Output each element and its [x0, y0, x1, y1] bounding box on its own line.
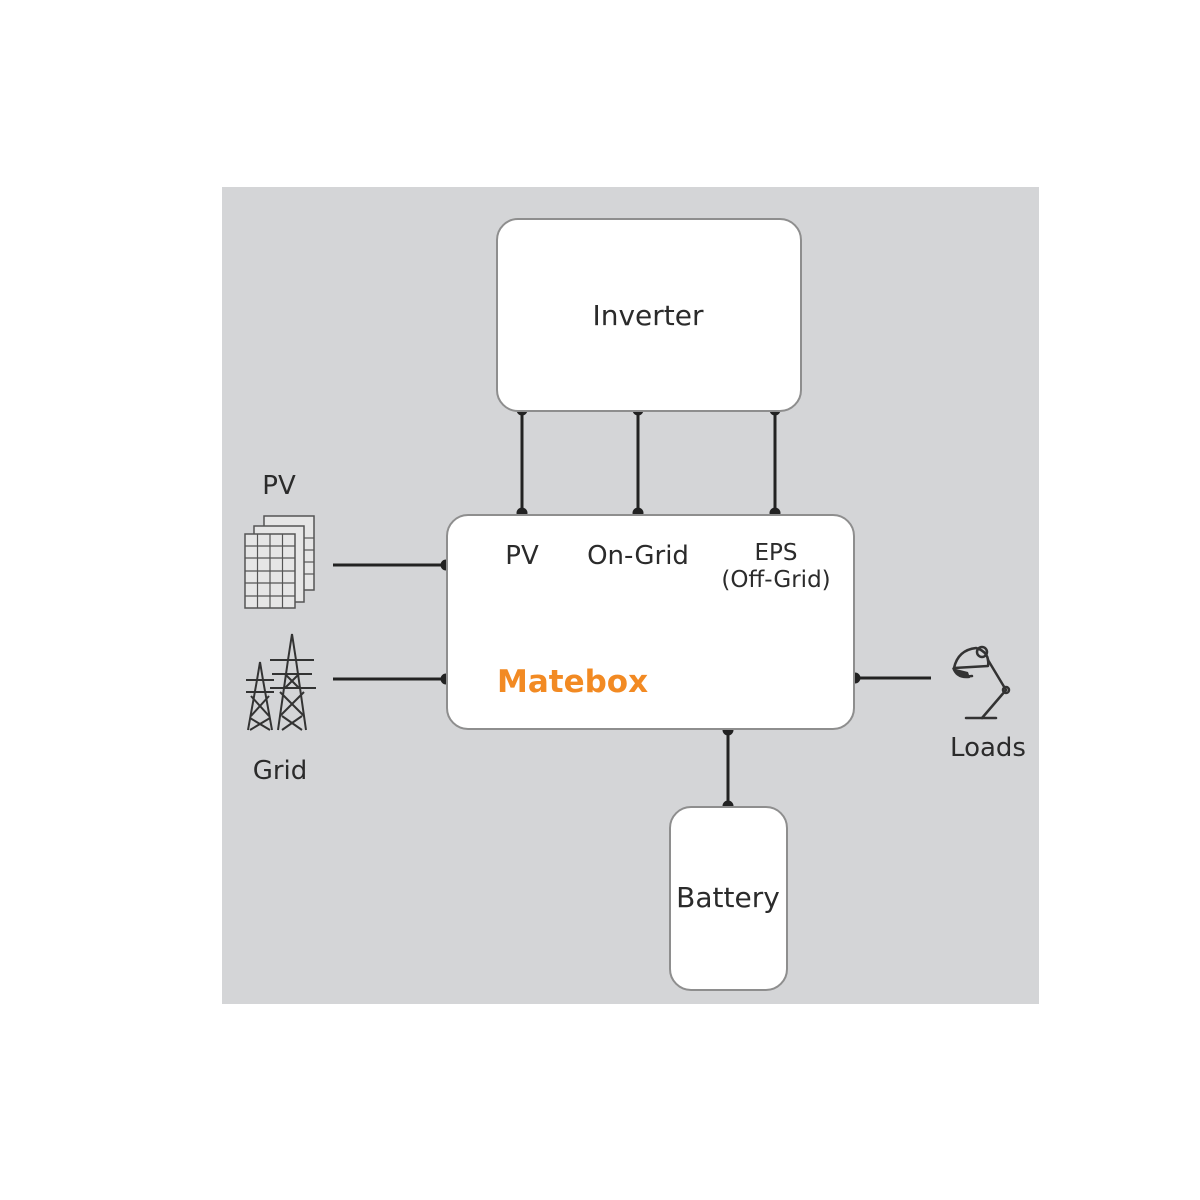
- power-tower-icon: [246, 633, 316, 731]
- loads-label: Loads: [950, 733, 1026, 763]
- pv-source-label: PV: [262, 471, 296, 501]
- matebox-port-eps-label: EPS: [754, 540, 798, 566]
- desk-lamp-icon: [952, 645, 1011, 720]
- solar-panel-icon: [244, 515, 315, 609]
- matebox-port-pv-label: PV: [505, 541, 539, 571]
- inverter-box: [496, 218, 802, 412]
- matebox-label: Matebox: [497, 664, 649, 700]
- inverter-label: Inverter: [592, 299, 704, 332]
- matebox-box: [446, 514, 855, 730]
- matebox-port-ongrid-label: On-Grid: [587, 541, 689, 571]
- battery-label: Battery: [676, 881, 780, 914]
- grid-source-label: Grid: [252, 756, 308, 786]
- battery-box: [669, 806, 788, 991]
- matebox-port-eps-sublabel: (Off-Grid): [721, 567, 831, 593]
